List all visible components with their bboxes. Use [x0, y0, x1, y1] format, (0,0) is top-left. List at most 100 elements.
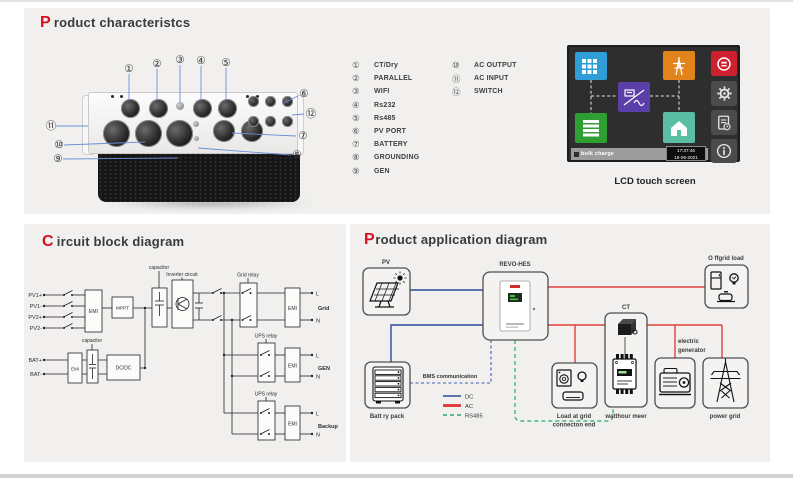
- generator-label-2: generator: [678, 348, 706, 354]
- lcd-datetime: 17:37:46 16-06-2021: [666, 146, 706, 161]
- application-diagram-panel: [350, 224, 770, 462]
- battery-pack-icon: [372, 366, 404, 404]
- ups-relay-label: UPS relay: [255, 392, 278, 398]
- battery-icon: [583, 120, 599, 137]
- lcd-flow-lines: [590, 80, 680, 113]
- lcd-time: 17:37:46: [677, 148, 695, 153]
- lcd-date: 16-06-2021: [674, 154, 698, 160]
- lcd-touch-screen: bulk charge 17:37:46 16-06-2021: [567, 45, 740, 163]
- status-checkbox-icon: [574, 151, 579, 157]
- line-n-label: N: [316, 319, 320, 325]
- callout-7: ⑦: [298, 129, 308, 142]
- mppt-box-label: MPPT: [116, 306, 129, 312]
- gear-icon: [716, 86, 732, 101]
- load-node-label-2: connecton end: [553, 423, 596, 429]
- lcd-alarm-button: [711, 51, 737, 76]
- title-initial: P: [40, 14, 51, 31]
- inverter-body: [98, 148, 300, 202]
- legend-dc-label: DC: [465, 395, 473, 401]
- callout-6: ⑥: [299, 87, 309, 100]
- callout-3: ③: [175, 53, 185, 66]
- lcd-home-tile: [663, 112, 695, 143]
- line-l-label: L: [316, 354, 319, 360]
- wifi-port: [176, 102, 184, 110]
- pv-connector: [265, 96, 276, 107]
- capacitor-label: capacitor: [82, 338, 103, 344]
- capacitor-label: capacitor: [149, 265, 170, 271]
- transmission-tower-icon: [710, 358, 741, 403]
- info-icon: [716, 143, 732, 159]
- rs485-line: [514, 340, 614, 422]
- revo-node-label: REVO-HES: [499, 262, 530, 268]
- dcdc-box-label: DC/DC: [116, 366, 132, 372]
- lcd-log-button: [711, 110, 737, 135]
- emi-box-label: EMI: [71, 367, 79, 372]
- generator-icon: [659, 367, 691, 396]
- grid-output-label: Grid: [318, 306, 329, 312]
- line-n-label: N: [316, 375, 320, 381]
- pv-node-box: [362, 267, 411, 316]
- grounding-screw: [193, 121, 199, 127]
- generator-node-box: [654, 357, 696, 409]
- callout-9: ⑨: [53, 152, 63, 165]
- pv-node-label: PV: [382, 260, 390, 266]
- lcd-settings-button: [711, 81, 737, 106]
- emi-box-label: EMI: [288, 422, 297, 428]
- lcd-pv-tile: [575, 52, 607, 80]
- callout-12: ⑫: [305, 107, 317, 120]
- gen-output-label: GEN: [318, 366, 330, 372]
- lcd-caption: LCD touch screen: [614, 176, 696, 187]
- emi-box-label: EMI: [288, 306, 297, 312]
- callout-5: ⑤: [221, 56, 231, 69]
- watthour-meter-icon: [612, 354, 637, 394]
- solar-array-icon: [582, 58, 597, 74]
- page-top-edge: [0, 0, 793, 2]
- generator-label-1: electric: [678, 339, 700, 345]
- line-l-label: L: [316, 292, 319, 298]
- screw-icon: [246, 95, 249, 98]
- lcd-info-button: [711, 139, 737, 163]
- powergrid-node-box: [702, 357, 749, 409]
- document-clock-icon: [718, 115, 731, 130]
- alarm-icon: [717, 56, 731, 71]
- callout-lines: [56, 65, 305, 160]
- pv-connector: [248, 96, 259, 107]
- line-n-label: N: [316, 433, 320, 439]
- gland-rs485: [218, 99, 237, 118]
- pv2-plus-label: PV2+: [28, 315, 42, 321]
- ct-node-label: CT: [622, 305, 630, 311]
- inverter-circuit-label: Inverter circuit: [166, 272, 198, 278]
- lcd-status-text: bulk charge: [581, 151, 615, 157]
- battery-node-label: Batt ry pack: [370, 414, 405, 420]
- house-icon: [671, 120, 687, 136]
- pv-connector: [248, 116, 259, 127]
- grounding-screw: [194, 136, 199, 141]
- line-l-label: L: [316, 412, 319, 418]
- callout-2: ②: [152, 57, 162, 70]
- grid-load-icons: [556, 369, 587, 401]
- offgrid-load-icons: [710, 271, 739, 303]
- screw-icon: [256, 95, 259, 98]
- pv1-plus-label: PV1+: [28, 293, 42, 299]
- dc-line-battery: [390, 324, 483, 362]
- circuit-block-diagram: PV1+ PV1- PV2+ PV2- BAT+ BAT- EMI MPPT c…: [28, 265, 339, 441]
- bat-minus-label: BAT-: [30, 372, 42, 378]
- line-legend: DC AC RS485: [443, 395, 483, 420]
- gland-parallel: [149, 99, 168, 118]
- callout-11: ⑪: [45, 119, 57, 132]
- offgrid-node-label: O ffgrid load: [708, 256, 744, 262]
- load-node-label-1: Load at grid: [557, 414, 592, 420]
- gland-ct-dry: [121, 99, 140, 118]
- watthour-meter-label: watthour meer: [604, 414, 647, 420]
